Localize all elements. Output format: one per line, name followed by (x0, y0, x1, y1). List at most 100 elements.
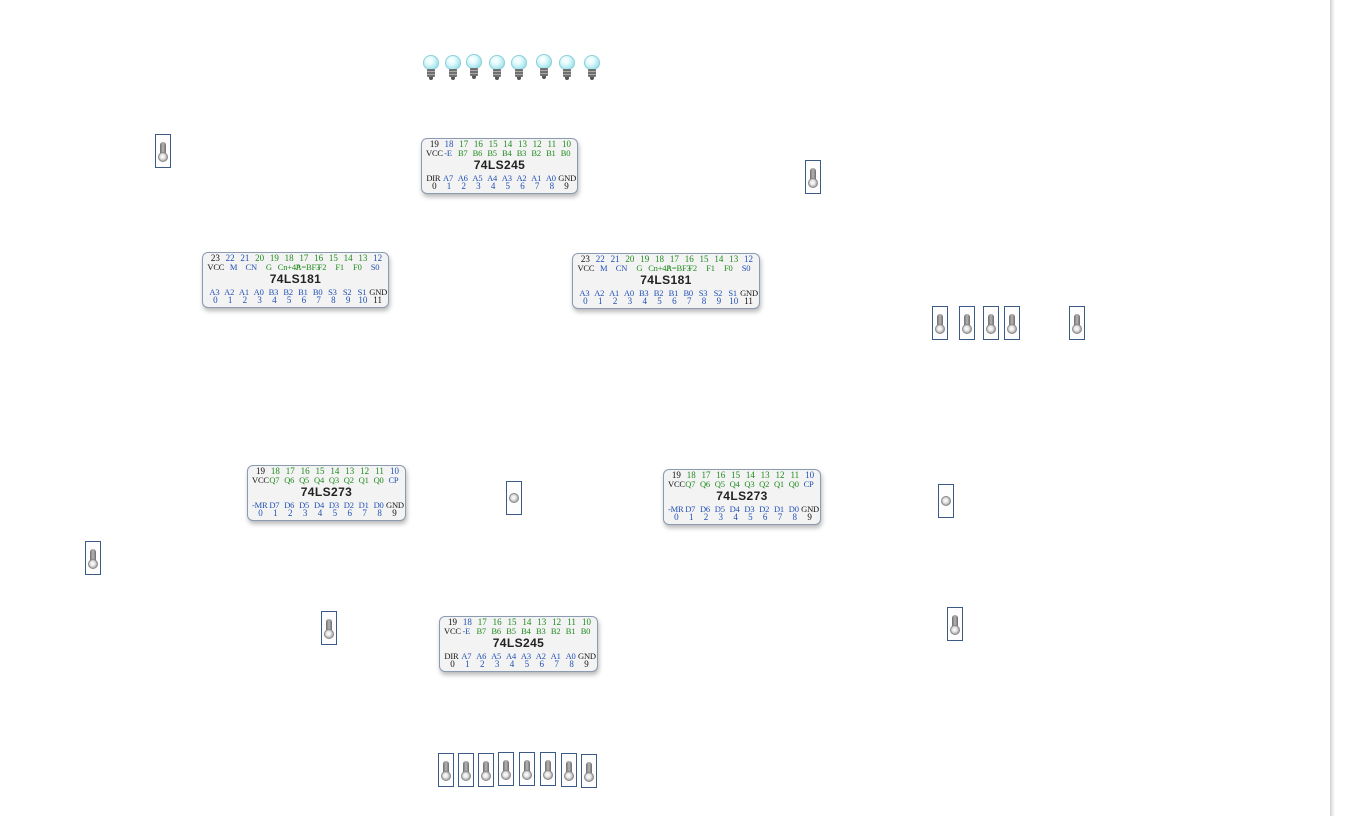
top-pin-numbers-label[interactable]: 10 (581, 617, 591, 627)
top-pin-numbers-label[interactable]: 14 (503, 139, 513, 149)
bottom-pin-numbers-label[interactable]: 9 (807, 512, 812, 522)
top-pin-numbers-label[interactable]: 12 (744, 254, 754, 264)
top-pin-numbers-label[interactable]: 18 (462, 617, 472, 627)
bottom-pin-numbers-label[interactable]: 8 (569, 659, 574, 669)
bottom-pin-numbers-label[interactable]: 3 (718, 512, 724, 522)
top-pin-numbers-label[interactable]: 14 (745, 470, 755, 480)
toggle-switch[interactable] (959, 306, 975, 340)
top-pin-numbers-label[interactable]: 13 (537, 617, 547, 627)
top-pin-numbers-label[interactable]: 12 (360, 466, 370, 476)
toggle-switch[interactable] (983, 306, 999, 340)
bottom-pin-numbers-label[interactable]: 2 (703, 512, 709, 522)
top-pin-numbers-label[interactable]: 15 (488, 139, 498, 149)
bottom-pin-numbers-label[interactable]: 5 (332, 508, 338, 518)
bottom-pin-numbers-label[interactable]: 1 (597, 296, 603, 306)
toggle-switch[interactable] (581, 754, 597, 788)
bottom-pin-numbers-label[interactable]: 11 (744, 296, 753, 306)
bottom-pin-numbers-label[interactable]: 7 (686, 296, 692, 306)
bottom-pin-numbers-label[interactable]: 0 (213, 295, 218, 305)
top-pin-numbers-label[interactable]: 17 (459, 139, 469, 149)
bottom-pin-numbers-label[interactable]: 4 (490, 181, 496, 191)
top-pin-numbers-label[interactable]: 13 (345, 466, 355, 476)
bottom-pin-numbers-label[interactable]: 1 (273, 508, 278, 518)
top-pin-numbers-label[interactable]: 20 (625, 254, 635, 264)
top-pin-numbers-label[interactable]: 18 (444, 139, 454, 149)
bottom-pin-numbers-label[interactable]: 9 (564, 181, 569, 191)
bottom-pin-numbers-label[interactable]: 5 (748, 512, 753, 522)
top-pin-numbers-label[interactable]: 11 (375, 466, 384, 476)
top-pin-numbers-label[interactable]: 21 (610, 254, 620, 264)
bottom-pin-numbers-label[interactable]: 5 (505, 181, 511, 191)
top-pin-numbers-label[interactable]: 10 (562, 139, 572, 149)
top-pin-numbers-label[interactable]: 15 (328, 253, 338, 263)
top-pin-numbers-label[interactable]: 12 (775, 470, 785, 480)
top-pin-numbers-label[interactable]: 19 (255, 466, 265, 476)
top-pin-numbers-label[interactable]: 15 (731, 470, 741, 480)
bottom-pin-numbers-label[interactable]: 9 (716, 296, 722, 306)
top-pin-numbers-label[interactable]: 19 (269, 253, 279, 263)
bottom-pin-numbers-label[interactable]: 6 (762, 512, 768, 522)
top-pin-numbers-label[interactable]: 19 (429, 139, 439, 149)
bottom-pin-numbers-label[interactable]: 6 (520, 181, 525, 191)
bottom-pin-numbers-label[interactable]: 10 (358, 295, 368, 305)
top-pin-numbers-label[interactable]: 18 (270, 466, 280, 476)
toggle-switch[interactable] (321, 611, 337, 645)
bottom-pin-numbers-label[interactable]: 7 (554, 659, 559, 669)
top-pin-numbers-label[interactable]: 18 (284, 253, 294, 263)
bottom-pin-numbers-label[interactable]: 0 (432, 181, 437, 191)
top-pin-numbers-label[interactable]: 13 (729, 254, 739, 264)
top-pin-numbers-label[interactable]: 11 (567, 617, 576, 627)
bottom-pin-numbers-label[interactable]: 4 (642, 296, 647, 306)
top-pin-numbers-label[interactable]: 22 (595, 254, 605, 264)
toggle-switch[interactable] (519, 752, 535, 786)
bottom-pin-numbers-label[interactable]: 7 (362, 508, 367, 518)
top-pin-numbers-label[interactable]: 10 (805, 470, 815, 480)
top-pin-numbers-label[interactable]: 14 (330, 466, 340, 476)
top-pin-numbers-label[interactable]: 16 (684, 254, 694, 264)
bottom-pin-numbers-label[interactable]: 11 (373, 295, 382, 305)
top-pin-numbers-label[interactable]: 16 (716, 470, 726, 480)
top-pin-numbers-label[interactable]: 19 (671, 470, 681, 480)
toggle-switch[interactable] (155, 134, 171, 168)
top-pin-numbers-label[interactable]: 18 (655, 254, 665, 264)
top-pin-numbers-label[interactable]: 15 (507, 617, 517, 627)
top-pin-numbers-label[interactable]: 23 (210, 253, 220, 263)
top-pin-numbers-label[interactable]: 19 (447, 617, 457, 627)
bottom-pin-numbers-label[interactable]: 0 (450, 659, 455, 669)
bottom-pin-numbers-label[interactable]: 6 (301, 295, 307, 305)
top-pin-numbers-label[interactable]: 17 (701, 470, 711, 480)
toggle-switch[interactable] (478, 753, 494, 787)
bottom-pin-numbers-label[interactable]: 3 (627, 296, 633, 306)
bottom-pin-numbers-label[interactable]: 2 (612, 296, 618, 306)
top-pin-numbers-label[interactable]: 14 (343, 253, 353, 263)
top-pin-numbers-label[interactable]: 13 (358, 253, 368, 263)
top-pin-numbers-label[interactable]: 16 (473, 139, 483, 149)
bottom-pin-numbers-label[interactable]: 7 (534, 181, 540, 191)
toggle-switch[interactable] (1069, 306, 1085, 340)
bottom-pin-numbers-label[interactable]: 8 (792, 512, 798, 522)
toggle-switch[interactable] (938, 484, 954, 518)
top-pin-numbers-label[interactable]: 10 (389, 466, 399, 476)
bottom-pin-numbers-label[interactable]: 3 (302, 508, 308, 518)
top-pin-numbers-label[interactable]: 17 (477, 617, 487, 627)
vertical-scrollbar[interactable] (1330, 0, 1345, 816)
top-pin-numbers-label[interactable]: 14 (714, 254, 724, 264)
top-pin-numbers-label[interactable]: 15 (315, 466, 325, 476)
bottom-pin-numbers-label[interactable]: 10 (729, 296, 739, 306)
top-pin-numbers-label[interactable]: 16 (314, 253, 324, 263)
top-pin-numbers-label[interactable]: 13 (760, 470, 770, 480)
bottom-pin-numbers-label[interactable]: 8 (377, 508, 382, 518)
bottom-pin-numbers-label[interactable]: 8 (549, 181, 555, 191)
top-pin-numbers-label[interactable]: 17 (669, 254, 679, 264)
toggle-switch[interactable] (458, 753, 474, 787)
top-pin-numbers-label[interactable]: 12 (532, 139, 542, 149)
top-pin-numbers-label[interactable]: 12 (552, 617, 562, 627)
top-pin-numbers-label[interactable]: 21 (240, 253, 250, 263)
top-pin-numbers-label[interactable]: 14 (522, 617, 532, 627)
toggle-switch[interactable] (438, 753, 454, 787)
toggle-switch[interactable] (805, 160, 821, 194)
